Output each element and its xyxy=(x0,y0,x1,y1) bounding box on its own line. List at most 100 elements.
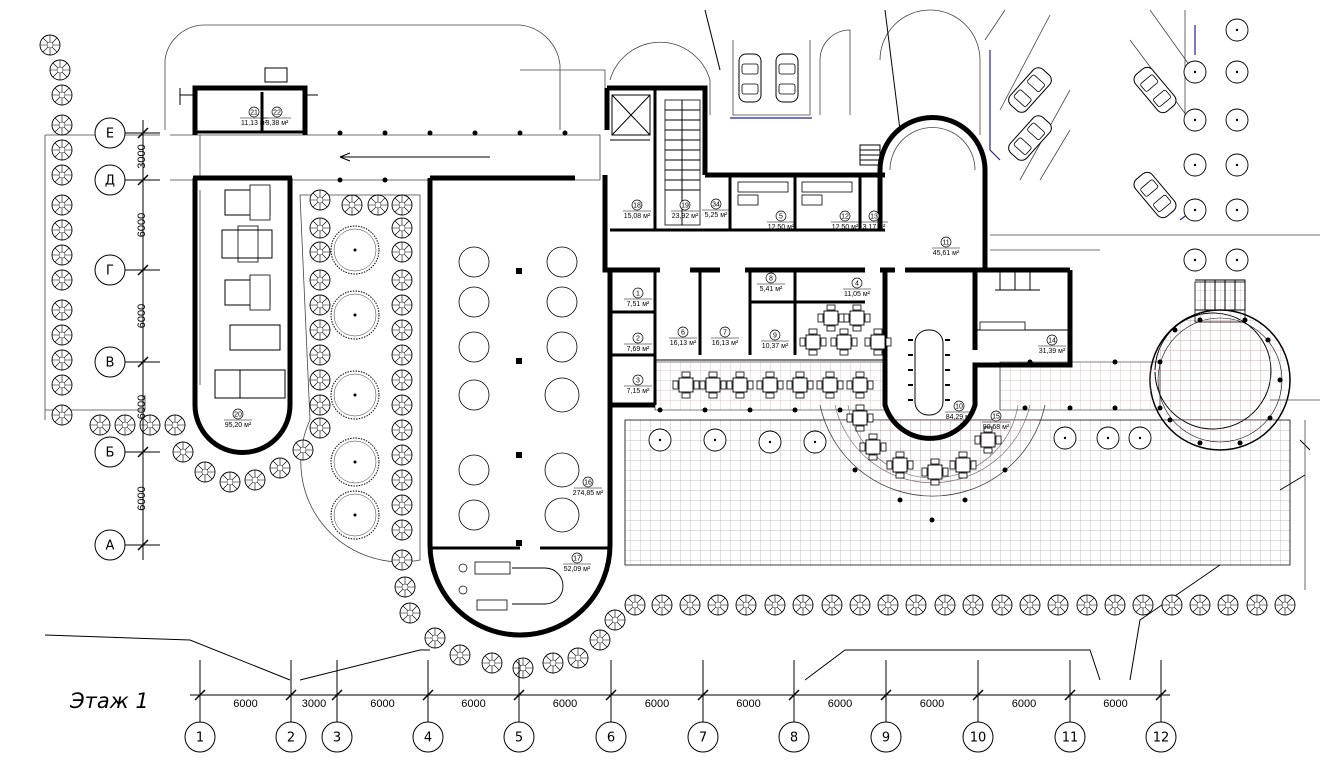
garage-vehicles xyxy=(214,184,286,399)
axis-label-4: 4 xyxy=(424,731,432,746)
dimension-label: 6000 xyxy=(136,304,148,328)
room-area: 12,50 м² xyxy=(768,224,795,231)
axis-tick-12 xyxy=(1155,689,1167,701)
axis-tick-Е xyxy=(137,127,149,139)
axis-tick-3 xyxy=(331,689,343,701)
axis-tick-А xyxy=(137,539,149,551)
axis-tick-8 xyxy=(788,689,800,701)
vertical-axis-ticks xyxy=(125,127,160,551)
room-area: 12,50 м² xyxy=(832,224,859,231)
axis-tick-Б xyxy=(137,446,149,458)
dimension-label: 6000 xyxy=(370,698,394,710)
axis-bubble-3 xyxy=(321,721,353,753)
room-number-marker xyxy=(851,277,863,289)
axis-label-8: 8 xyxy=(790,731,798,746)
room-area: 23,92 м² xyxy=(672,213,699,220)
dimension-label: 3000 xyxy=(136,144,148,168)
walls xyxy=(179,67,1073,638)
room-area: 90,68 м² xyxy=(983,424,1010,431)
room-label-2: 27,69 м² xyxy=(624,332,652,353)
axis-bubble-1 xyxy=(184,721,216,753)
room-number: 18 xyxy=(633,203,641,210)
room-area: 45,61 м² xyxy=(933,250,960,257)
axis-tick-9 xyxy=(880,689,892,701)
room-number: 13 xyxy=(870,214,878,221)
axis-label-Г: Г xyxy=(106,264,114,279)
room-label-13: 133,17 м² xyxy=(860,210,888,231)
room-number-marker xyxy=(719,326,731,338)
room-area: 95,20 м² xyxy=(225,422,252,429)
room-number-marker xyxy=(632,332,644,344)
room-number-marker xyxy=(632,374,644,386)
room-label-14: 14 31,39 м² xyxy=(1038,334,1066,355)
room-number: 7 xyxy=(723,330,727,337)
axis-bubble-6 xyxy=(595,721,627,753)
room-number: 22 xyxy=(273,110,281,117)
axis-tick-В xyxy=(137,356,149,368)
axis-bubble-Б xyxy=(94,436,126,468)
dimension-label: 6000 xyxy=(920,698,944,710)
room-number: 17 xyxy=(573,556,581,563)
room-number-marker xyxy=(582,476,594,488)
room-number-marker xyxy=(990,410,1002,422)
room-number: 11 xyxy=(942,240,949,247)
room-number-marker xyxy=(271,106,283,118)
room-area: 84,29 м² xyxy=(946,414,973,421)
room-number: 20 xyxy=(234,412,242,419)
axis-label-9: 9 xyxy=(882,731,890,746)
room-area: 16,13 м² xyxy=(670,340,697,347)
room-number: 14 xyxy=(1048,338,1056,345)
room-area: 7,51 м² xyxy=(627,301,650,308)
axis-label-Е: Е xyxy=(106,127,114,142)
room-number: 12 xyxy=(841,214,849,221)
axis-bubble-Е xyxy=(94,117,126,149)
room-number-marker xyxy=(868,210,880,222)
axis-bubble-12 xyxy=(1145,721,1177,753)
axis-label-11: 11 xyxy=(1062,731,1079,746)
room-number-marker xyxy=(953,400,965,412)
axis-label-А: А xyxy=(106,539,115,554)
paved-terrace xyxy=(624,281,1291,566)
axis-bubble-10 xyxy=(962,721,994,753)
room-number-marker xyxy=(769,329,781,341)
room-label-34: 345,25 м² xyxy=(702,198,730,219)
room-area: 5,41 м² xyxy=(760,286,783,293)
axis-label-7: 7 xyxy=(699,731,707,746)
axis-label-2: 2 xyxy=(287,731,295,746)
dimension-label: 6000 xyxy=(1103,698,1127,710)
room-label-1: 1 7,51 м² xyxy=(624,287,652,308)
axis-label-3: 3 xyxy=(333,731,341,746)
room-label-22: 223,38 м² xyxy=(263,106,291,127)
room-area: 15,08 м² xyxy=(624,213,651,220)
room-area: 31,39 м² xyxy=(1039,348,1066,355)
axis-bubble-5 xyxy=(503,721,535,753)
plan-title: Этаж 1 xyxy=(69,689,149,713)
room-number: 21 xyxy=(250,110,258,117)
dimension-lines xyxy=(142,120,1170,696)
room-number-marker xyxy=(679,199,691,211)
room-number-marker xyxy=(631,199,643,211)
room-area: 5,25 м² xyxy=(705,212,728,219)
room-number: 1 xyxy=(636,291,640,298)
room-number: 9 xyxy=(773,333,777,340)
columns xyxy=(337,130,1283,523)
room-number-marker xyxy=(710,198,722,210)
axis-label-5: 5 xyxy=(515,731,523,746)
axis-bubble-Г xyxy=(94,254,126,286)
dimension-label: 6000 xyxy=(553,698,577,710)
room-number: 8 xyxy=(769,276,773,283)
axis-tick-5 xyxy=(513,689,525,701)
direction-arrow xyxy=(339,152,490,162)
room-number: 3 xyxy=(636,378,640,385)
room-label-12: 12 12,50 м² xyxy=(831,210,859,231)
horizontal-axis-ticks xyxy=(194,660,1167,723)
room-label-6: 616,13 м² xyxy=(669,326,697,347)
room-area: 7,69 м² xyxy=(627,346,650,353)
room-number: 4 xyxy=(855,281,859,288)
